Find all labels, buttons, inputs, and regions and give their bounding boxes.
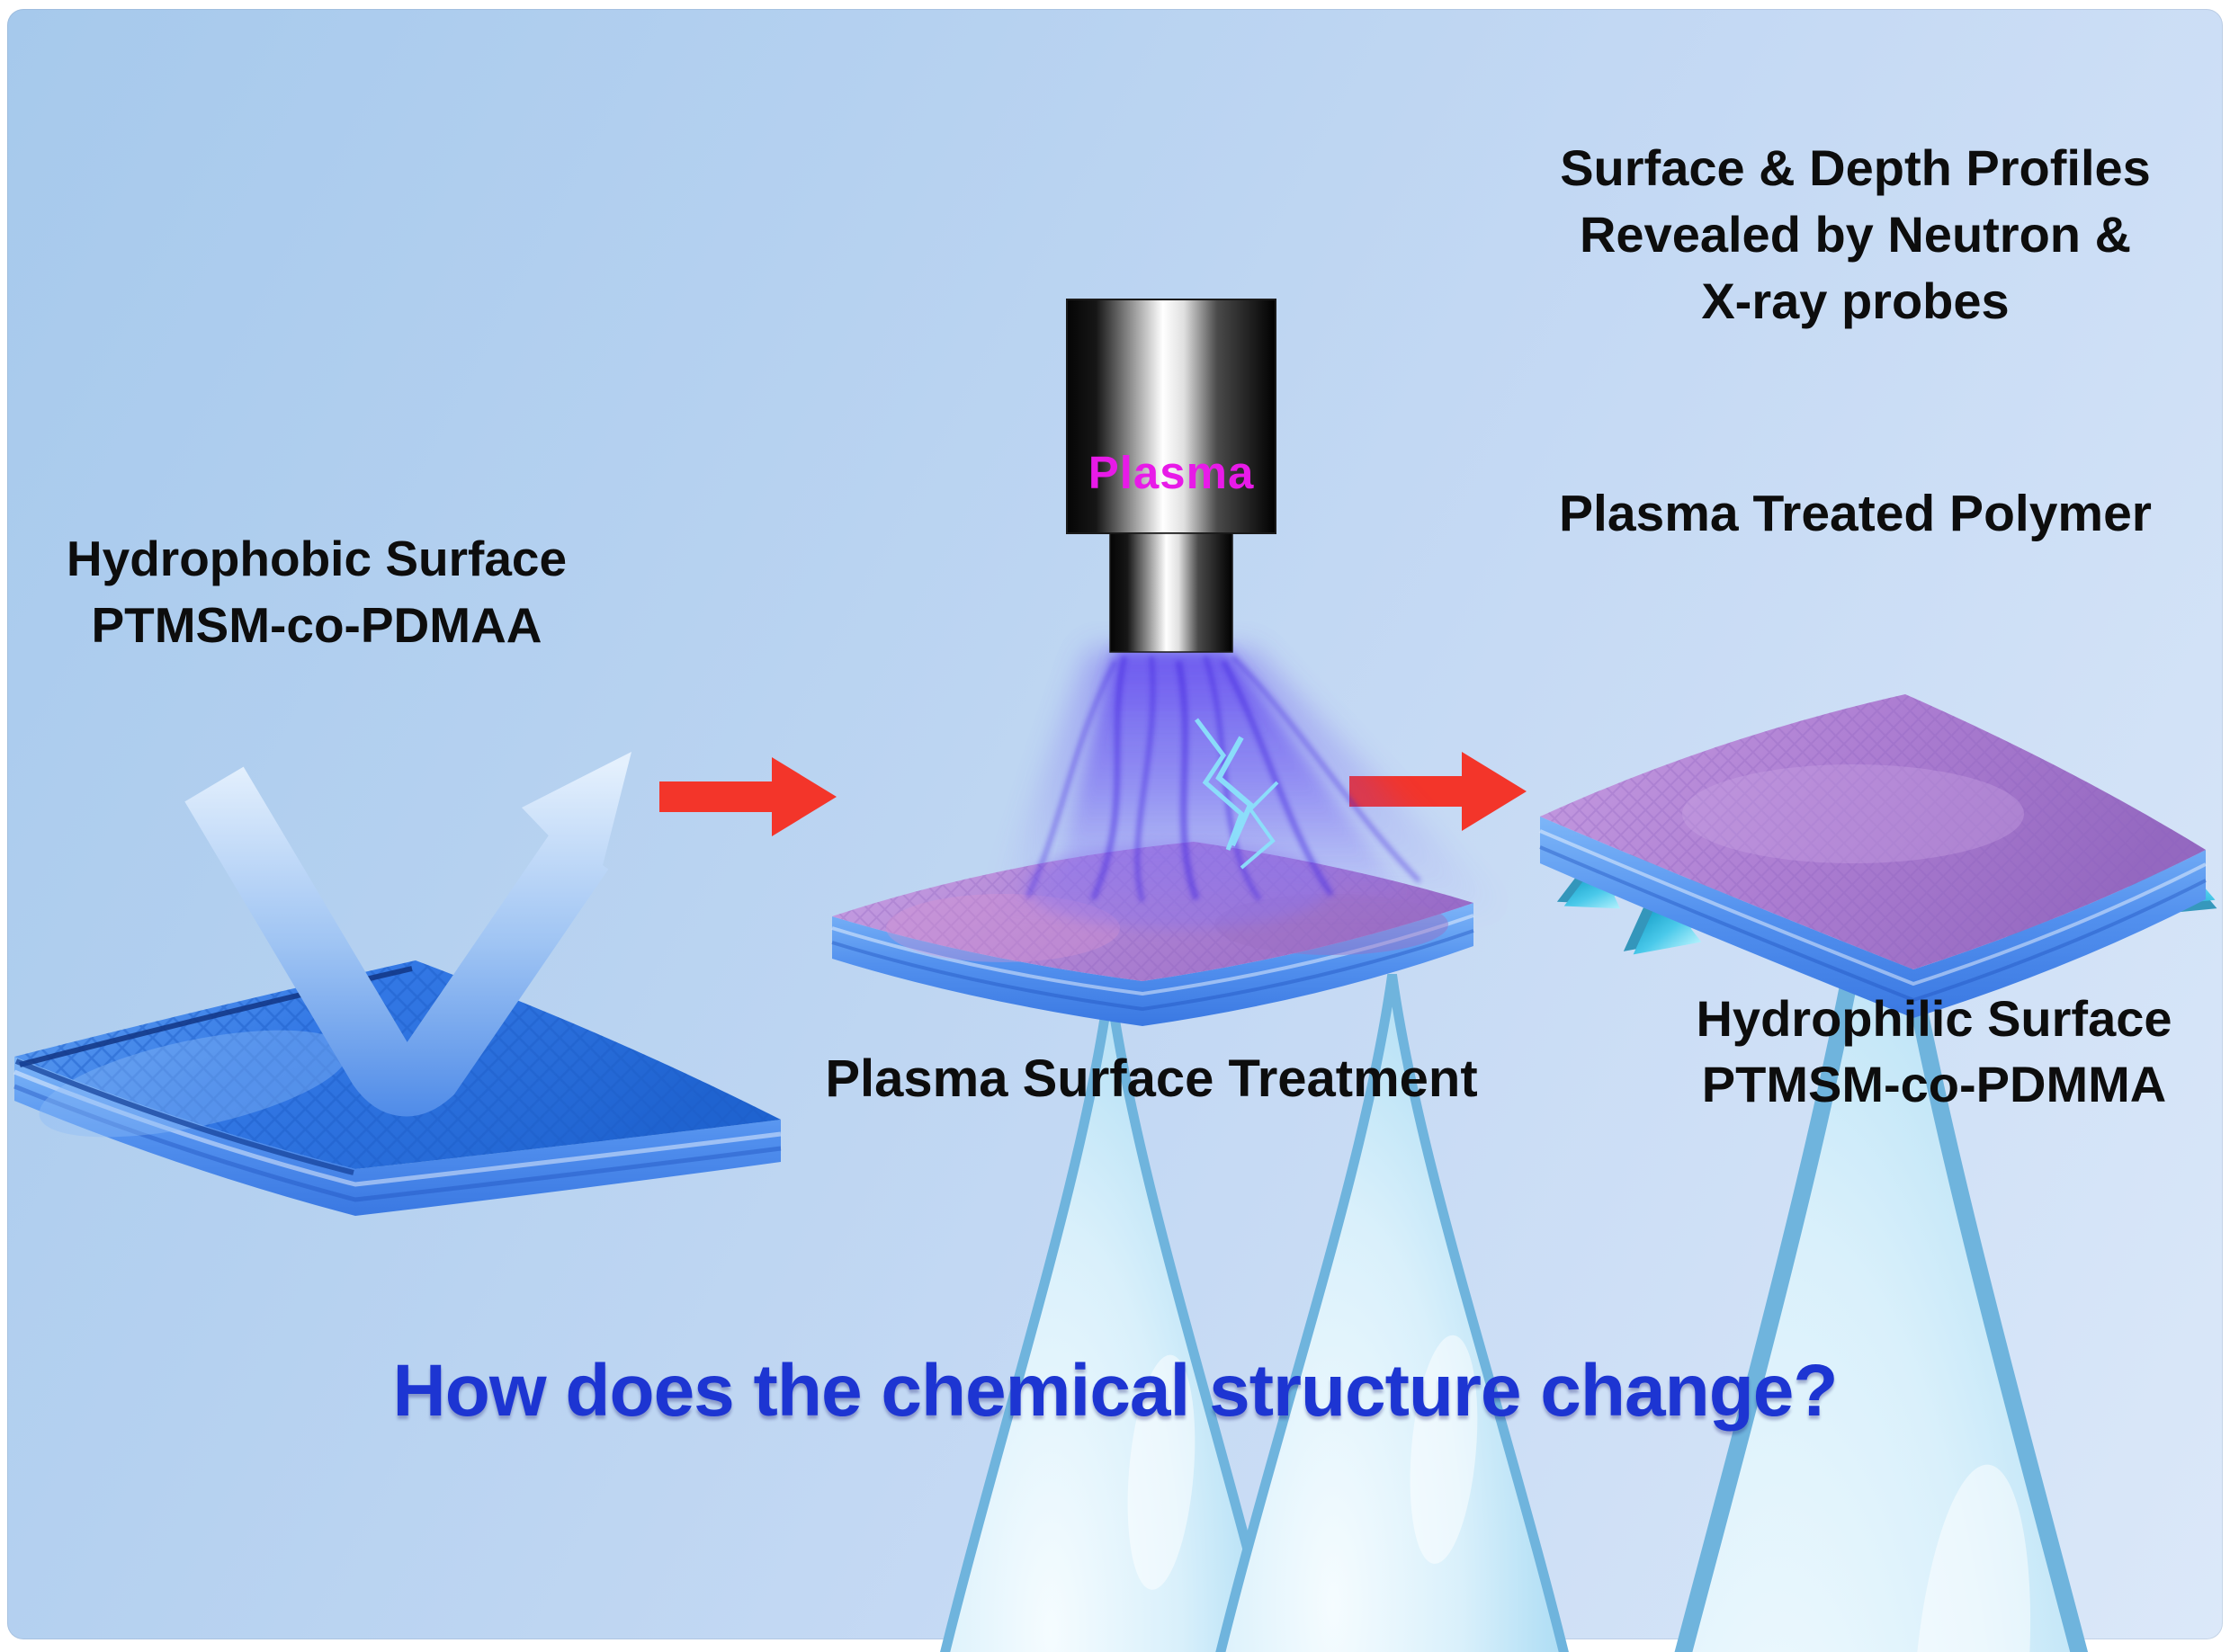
red-arrow-icon [659, 757, 837, 836]
hydrophobic-title: Hydrophobic Surface PTMSM-co-PDMAA [16, 525, 617, 658]
profiles-header-line3: X-ray probes [1701, 272, 2010, 329]
profiles-header-line2: Revealed by Neutron & [1579, 206, 2132, 263]
treated-polymer-label: Plasma Treated Polymer [1558, 485, 2152, 542]
hydrophilic-title-line2: PTMSM-co-PDMMA [1701, 1056, 2167, 1112]
hydrophilic-title-line1: Hydrophilic Surface [1696, 990, 2172, 1047]
plasma-beam [997, 649, 1500, 929]
profiles-header: Surface & Depth Profiles Revealed by Neu… [1489, 135, 2222, 335]
profiles-header-line1: Surface & Depth Profiles [1560, 139, 2151, 196]
plasma-treatment-caption: Plasma Surface Treatment [825, 1049, 1478, 1108]
hydrophilic-title: Hydrophilic Surface PTMSM-co-PDMMA [1626, 986, 2230, 1117]
plasma-nozzle [1066, 299, 1276, 653]
plasma-nozzle-label: Plasma [1088, 447, 1255, 498]
red-arrow-icon [1349, 752, 1527, 831]
hydrophobic-title-line2: PTMSM-co-PDMAA [91, 597, 542, 653]
hydrophobic-title-line1: Hydrophobic Surface [66, 531, 568, 586]
question-text: How does the chemical structure change? [392, 1350, 1839, 1432]
bounce-arrow-icon [184, 752, 631, 1117]
hydrophilic-slab-illustration [1539, 694, 2207, 1018]
